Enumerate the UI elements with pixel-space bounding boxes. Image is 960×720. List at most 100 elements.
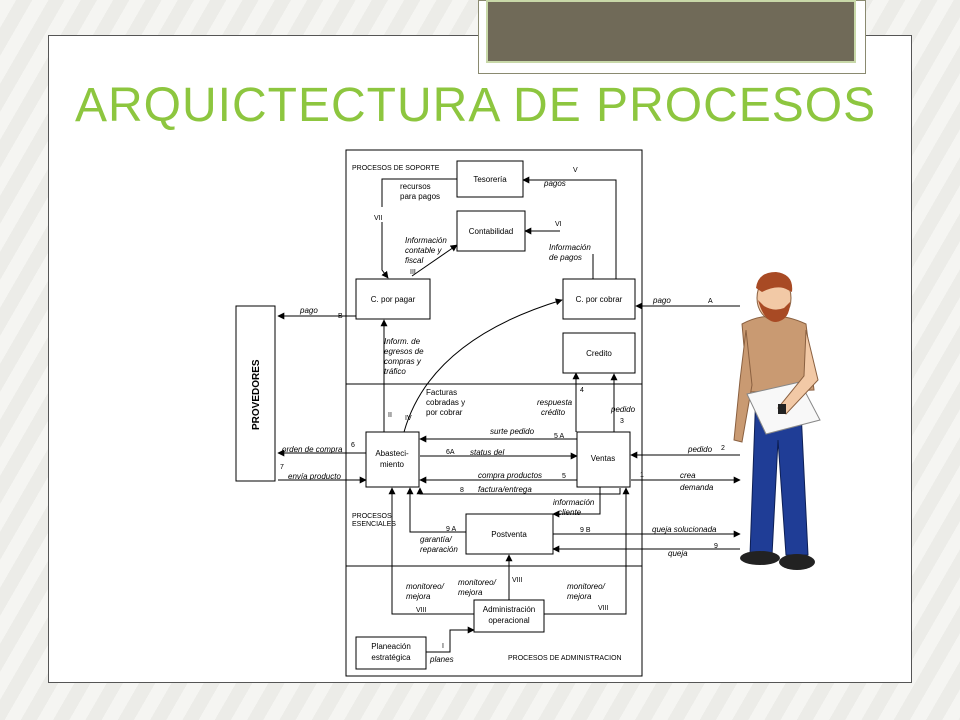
label-monitoreo-right-2: mejora xyxy=(567,592,592,601)
label-garantia-1: garantía/ xyxy=(420,535,452,544)
proveedores-label: PROVEDORES xyxy=(251,359,262,430)
label-9B: 9 B xyxy=(580,527,591,534)
label-III: III xyxy=(410,269,416,276)
planeacion-box xyxy=(355,636,427,670)
contabilidad-label: Contabilidad xyxy=(469,227,513,236)
label-4: 4 xyxy=(580,387,584,394)
label-pedido-internal: pedido xyxy=(610,405,636,414)
label-I: I xyxy=(442,643,444,650)
flow-arrow-III xyxy=(411,244,458,277)
slide-title: ARQUICTECTURA DE PROCESOS xyxy=(75,79,877,132)
postventa-box xyxy=(465,513,554,555)
planeacion-label-2: estratégica xyxy=(371,653,411,662)
label-9A: 9 A xyxy=(446,526,456,533)
label-factura-entrega: factura/entrega xyxy=(478,485,532,494)
label-5A: 5 A xyxy=(554,433,564,440)
cpagar-label: C. por pagar xyxy=(371,295,416,304)
label-planes: planes xyxy=(429,655,454,664)
admin-operacional-box xyxy=(473,599,545,633)
label-info-contable-2: contable y xyxy=(405,246,442,255)
label-facturas-1: Facturas xyxy=(426,388,457,397)
label-monitoreo-center-1: monitoreo/ xyxy=(458,578,497,587)
person-icon xyxy=(733,272,821,570)
flow-arrow-I xyxy=(426,626,475,653)
label-VII: VII xyxy=(374,215,383,222)
flow-arrow-V xyxy=(522,176,617,279)
label-queja: queja xyxy=(668,549,688,558)
label-6: 6 xyxy=(351,442,355,449)
label-garantia-2: reparación xyxy=(420,545,458,554)
label-facturas-3: por cobrar xyxy=(426,408,463,417)
label-VI: VI xyxy=(555,221,562,228)
label-II: II xyxy=(388,412,392,419)
label-info-cliente-1: información xyxy=(553,498,595,507)
abastecimiento-box xyxy=(365,431,420,488)
label-egresos-3: compras y xyxy=(384,357,422,366)
label-V: V xyxy=(573,167,578,174)
label-VIII-left: VIII xyxy=(416,607,427,614)
ventas-label: Ventas xyxy=(591,454,615,463)
label-pedido-external: pedido xyxy=(687,445,713,454)
label-7: 7 xyxy=(280,464,284,471)
abastecimiento-label-1: Abasteci- xyxy=(375,449,409,458)
label-compra-productos: compra productos xyxy=(478,471,542,480)
cpagar-box xyxy=(355,278,431,320)
flow-arrow-IV xyxy=(403,298,563,433)
ventas-box xyxy=(576,431,631,488)
label-8: 8 xyxy=(460,487,464,494)
label-crea-demanda-1: crea xyxy=(680,471,696,480)
label-respuesta-1: respuesta xyxy=(537,398,573,407)
label-6A: 6A xyxy=(446,449,455,456)
label-queja-solucionada: queja solucionada xyxy=(652,525,717,534)
label-recursos-2: para pagos xyxy=(400,192,440,201)
label-9: 9 xyxy=(714,543,718,550)
ccobrar-box xyxy=(562,278,636,320)
label-pago-left: pago xyxy=(299,306,318,315)
label-VIII-right: VIII xyxy=(598,605,609,612)
label-monitoreo-left-1: monitoreo/ xyxy=(406,582,445,591)
label-monitoreo-center-2: mejora xyxy=(458,588,483,597)
flow-arrow-VIII-right xyxy=(544,487,630,615)
planeacion-label-1: Planeación xyxy=(371,642,411,651)
label-3: 3 xyxy=(620,418,624,425)
admin-operacional-label-1: Administración xyxy=(483,605,535,614)
label-info-pagos-2: de pagos xyxy=(549,253,582,262)
label-egresos-1: Inform. de xyxy=(384,337,421,346)
tesoreria-label: Tesorería xyxy=(473,175,507,184)
label-2: 2 xyxy=(721,445,725,452)
label-recursos-1: recursos xyxy=(400,182,431,191)
section-essential-label-2: ESENCIALES xyxy=(352,521,396,528)
section-essential-label: PROCESOS xyxy=(352,513,392,520)
label-respuesta-2: crédito xyxy=(541,408,566,417)
flow-arrow-info-cliente xyxy=(552,487,601,518)
label-info-pagos-1: Información xyxy=(549,243,591,252)
label-info-contable-1: Información xyxy=(405,236,447,245)
label-status-del: status del xyxy=(470,448,504,457)
label-surte-pedido: surte pedido xyxy=(490,427,535,436)
label-info-contable-3: fiscal xyxy=(405,256,423,265)
flow-arrow-VIII-left xyxy=(388,487,474,615)
label-monitoreo-right-1: monitoreo/ xyxy=(567,582,606,591)
label-5: 5 xyxy=(562,473,566,480)
credito-label: Credito xyxy=(586,349,612,358)
label-orden-compra: orden de compra xyxy=(282,445,343,454)
label-facturas-2: cobradas y xyxy=(426,398,465,407)
label-pago-right: pago xyxy=(652,296,671,305)
abastecimiento-label-2: miento xyxy=(380,460,405,469)
postventa-label: Postventa xyxy=(491,530,527,539)
decorative-block xyxy=(486,0,856,63)
section-support-label: PROCESOS DE SOPORTE xyxy=(352,165,440,172)
label-1: 1 xyxy=(640,472,644,479)
label-IV: IV xyxy=(405,415,412,422)
label-egresos-4: tráfico xyxy=(384,367,406,376)
proveedores-box xyxy=(235,305,276,482)
flow-arrow-VII xyxy=(381,222,389,279)
label-B: B xyxy=(338,313,343,320)
flow-arrow-9A xyxy=(406,487,466,533)
ccobrar-label: C. por cobrar xyxy=(576,295,623,304)
contabilidad-box xyxy=(456,210,526,252)
label-egresos-2: egresos de xyxy=(384,347,424,356)
label-envia-producto: envía producto xyxy=(288,472,341,481)
label-monitoreo-left-2: mejora xyxy=(406,592,431,601)
label-VIII-center: VIII xyxy=(512,577,523,584)
